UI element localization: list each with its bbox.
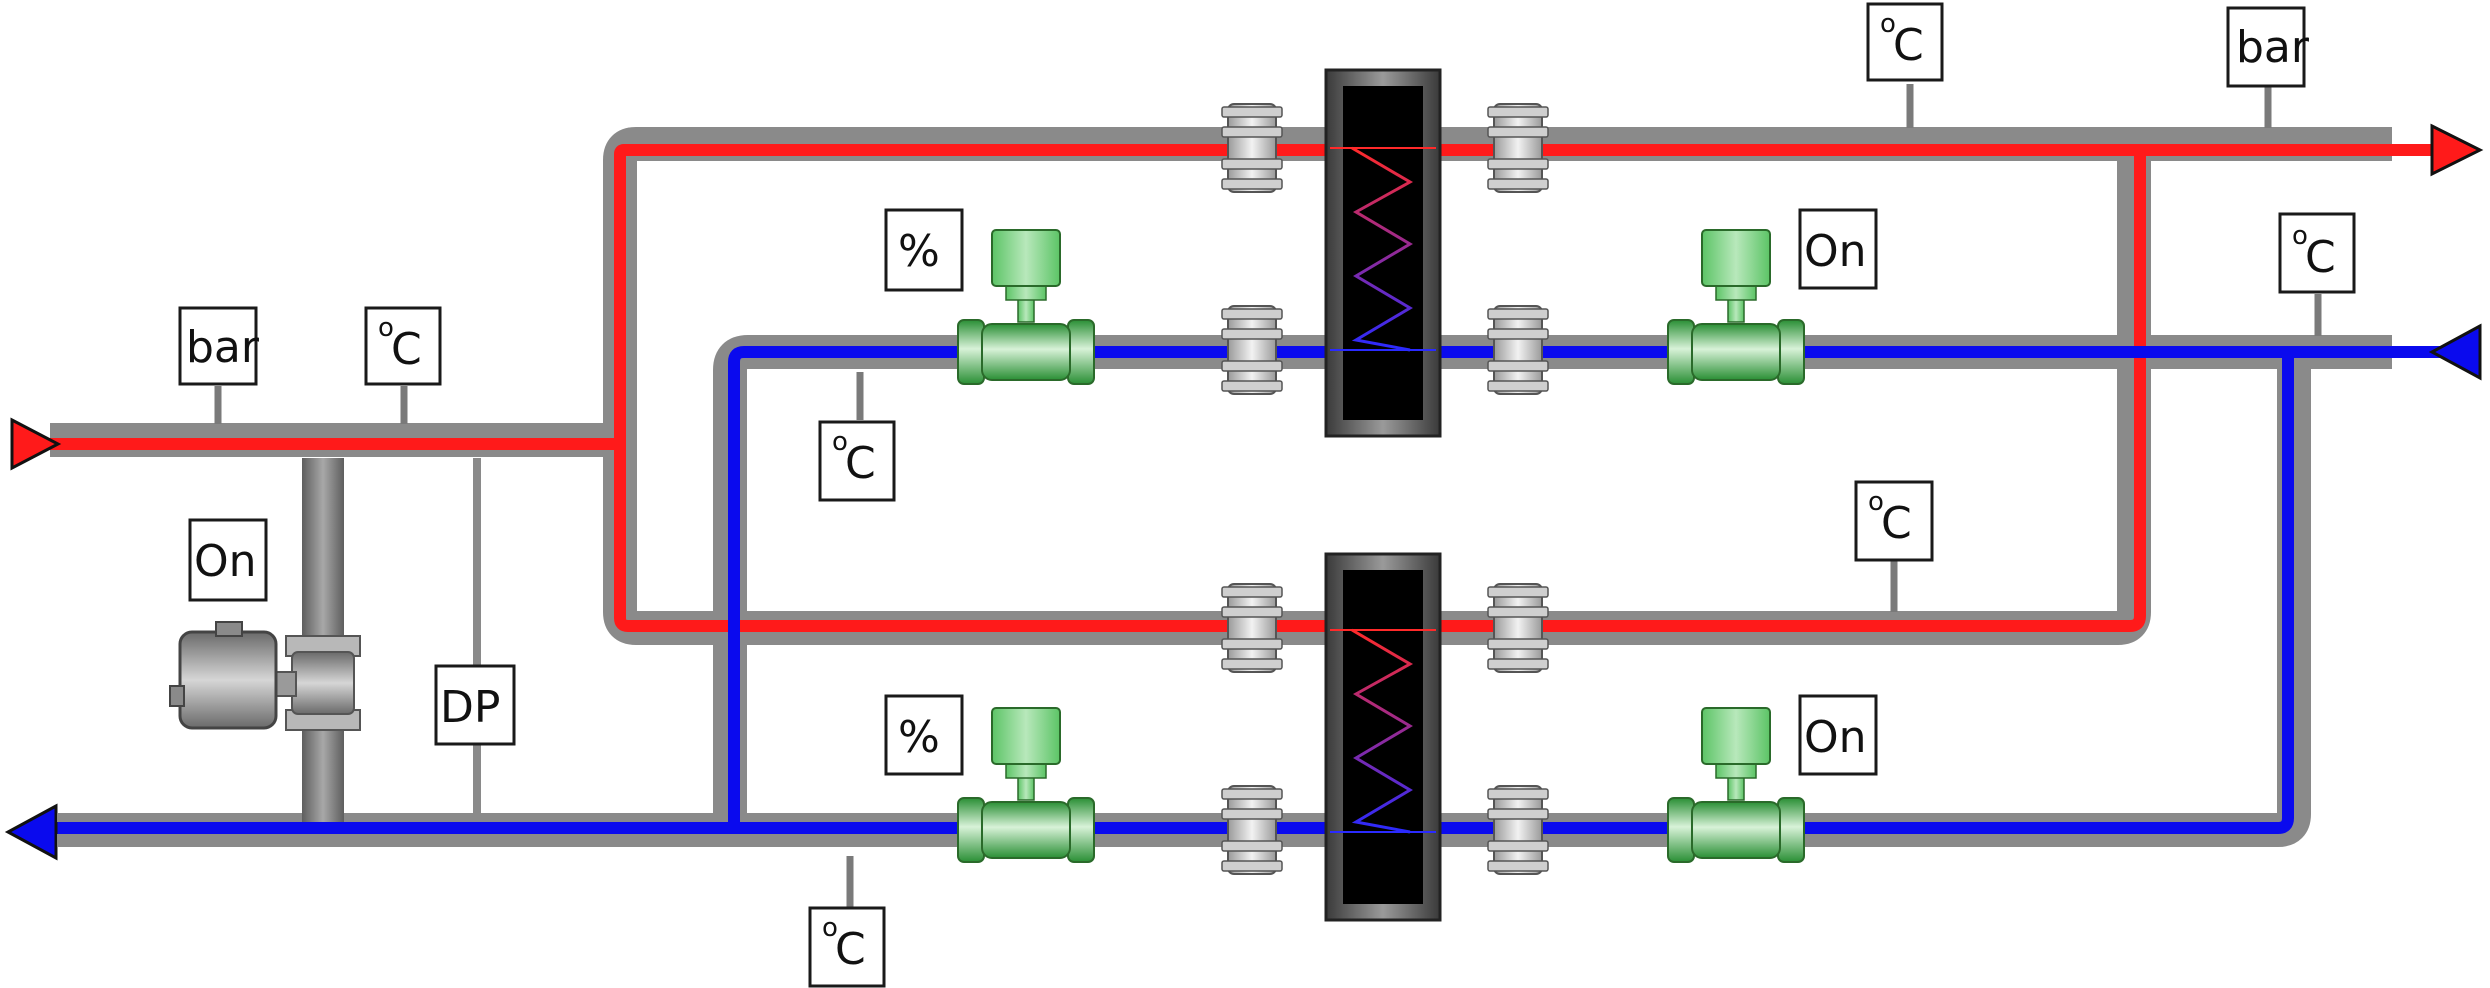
temp-tag-cold-inlet[interactable]: o C — [2278, 212, 2356, 294]
hot-riser-line — [614, 144, 2440, 444]
svg-text:C: C — [1881, 498, 1912, 549]
svg-text:o: o — [822, 913, 838, 943]
pressure-tag-inlet[interactable]: bar — [178, 306, 260, 386]
flange-icon — [1221, 785, 1283, 875]
valve-group — [957, 229, 1805, 863]
flange-group — [1221, 103, 1549, 875]
actuator-icon — [1701, 229, 1771, 287]
svg-text:o: o — [1868, 487, 1884, 517]
actuator-icon — [1701, 707, 1771, 765]
heat-exchanger-upper — [1324, 68, 1442, 438]
svg-text:o: o — [2292, 221, 2308, 251]
temp-tag-top-outlet[interactable]: o C — [1866, 2, 1944, 82]
flange-icon — [1221, 583, 1283, 673]
cold-outlet-arrow-icon — [4, 803, 58, 861]
percent-tag-upper-valve[interactable]: % — [884, 208, 964, 292]
flange-icon — [1221, 103, 1283, 193]
heat-exchanger-lower — [1324, 552, 1442, 922]
temp-tag-cold-upper[interactable]: o C — [818, 420, 896, 502]
svg-text:On: On — [1804, 712, 1867, 763]
main-pump[interactable] — [169, 621, 361, 731]
status-tag-lower-pump[interactable]: On — [1798, 694, 1878, 776]
hot-inlet-arrow-icon — [10, 417, 62, 471]
status-tag-upper-pump[interactable]: On — [1798, 208, 1878, 290]
dp-tag[interactable]: DP — [434, 664, 516, 746]
flange-icon — [1487, 305, 1549, 395]
flange-icon — [1221, 305, 1283, 395]
temp-tag-bottom-return[interactable]: o C — [808, 906, 886, 988]
svg-text:C: C — [391, 324, 422, 375]
upper-control-valve[interactable] — [957, 229, 1095, 385]
cold-return-line — [50, 352, 2294, 834]
lower-flow-pump[interactable] — [1667, 707, 1805, 863]
cold-flow — [50, 346, 2440, 834]
cold-inlet-arrow-icon — [2428, 323, 2482, 381]
pressure-tag-top-outlet[interactable]: bar — [2226, 6, 2310, 88]
temp-tag-hot-lower[interactable]: o C — [1854, 480, 1934, 562]
svg-text:o: o — [378, 313, 394, 343]
svg-text:On: On — [1804, 226, 1867, 277]
svg-text:o: o — [832, 427, 848, 457]
svg-text:%: % — [898, 712, 940, 763]
actuator-icon — [991, 707, 1061, 765]
svg-text:bar: bar — [2236, 22, 2310, 73]
flange-icon — [1487, 103, 1549, 193]
svg-text:C: C — [835, 924, 866, 975]
coil-icon — [1351, 146, 1414, 352]
hot-outlet-arrow-icon — [2430, 123, 2484, 177]
status-tag-main-pump[interactable]: On — [188, 518, 268, 602]
instrument-tags: o C bar o C % On bar — [178, 2, 2356, 988]
temp-tag-inlet[interactable]: o C — [364, 306, 442, 386]
svg-text:On: On — [194, 536, 257, 587]
svg-text:C: C — [2305, 232, 2336, 283]
actuator-icon — [991, 229, 1061, 287]
coil-icon — [1351, 628, 1414, 834]
motor-icon — [178, 630, 278, 730]
pipe-network — [50, 127, 2392, 847]
svg-text:bar: bar — [186, 322, 260, 373]
svg-text:%: % — [898, 226, 940, 277]
svg-text:DP: DP — [440, 682, 500, 733]
percent-tag-lower-valve[interactable]: % — [884, 694, 964, 776]
upper-flow-pump[interactable] — [1667, 229, 1805, 385]
flange-icon — [1487, 583, 1549, 673]
svg-text:o: o — [1880, 9, 1896, 39]
svg-text:C: C — [845, 438, 876, 489]
flange-icon — [1487, 785, 1549, 875]
cold-upper-line — [728, 346, 2440, 826]
svg-text:C: C — [1893, 20, 1924, 71]
lower-control-valve[interactable] — [957, 707, 1095, 863]
